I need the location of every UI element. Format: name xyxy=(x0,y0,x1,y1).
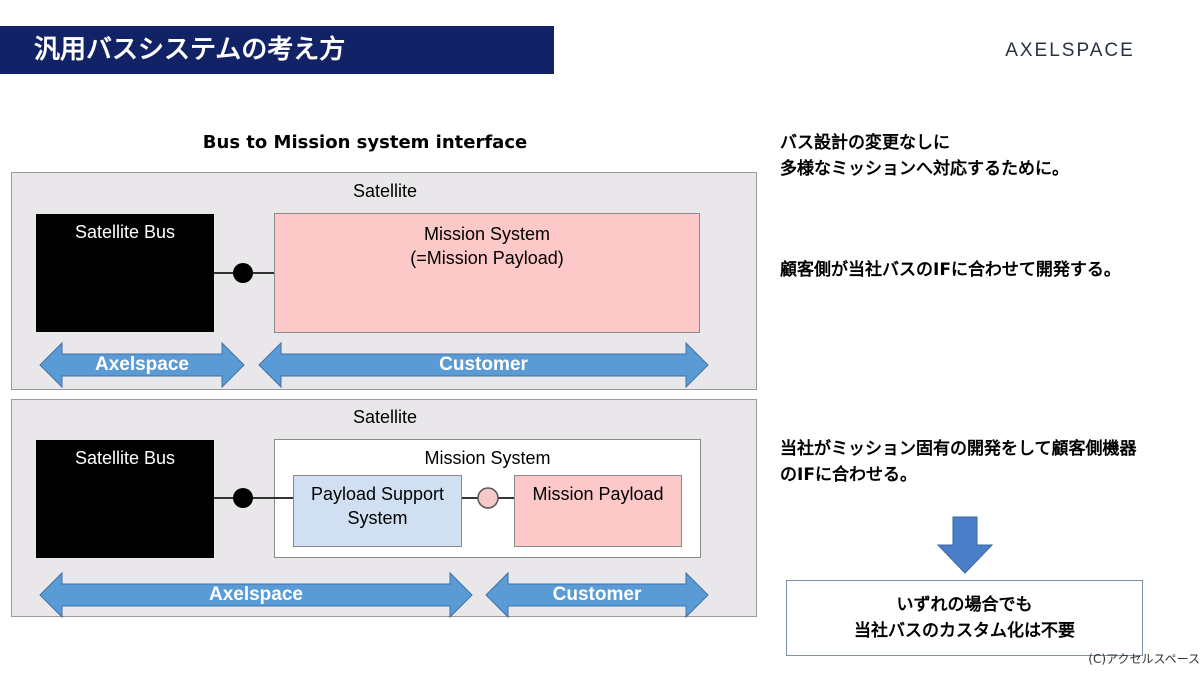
note-bottom: 当社がミッション固有の開発をして顧客側機器 のIFに合わせる。 xyxy=(780,436,1137,488)
interface-node-top xyxy=(233,263,253,283)
diagram-title: Bus to Mission system interface xyxy=(202,132,528,153)
mission-system-label-bottom: Mission System xyxy=(424,448,551,468)
copyright-text: (C)アクセルスペース xyxy=(1088,652,1200,666)
mission-payload-box: Mission Payload xyxy=(514,475,682,547)
note-bottom-line2: のIFに合わせる。 xyxy=(780,465,917,485)
axelspace-arrow-bottom xyxy=(39,571,473,619)
note-top: バス設計の変更なしに 多様なミッションへ対応するために。 xyxy=(780,130,1069,182)
conclusion-line1: いずれの場合でも xyxy=(896,595,1033,615)
note-top-line1: バス設計の変更なしに xyxy=(780,133,950,153)
customer-label-bottom: Customer xyxy=(552,584,642,605)
satellite-label-top: Satellite xyxy=(352,181,418,201)
customer-arrow-top xyxy=(258,341,709,389)
axelspace-label-bottom: Axelspace xyxy=(208,584,303,605)
payload-interface-node xyxy=(477,487,499,509)
satellite-bus-box-top: Satellite Bus xyxy=(36,214,214,332)
axelspace-label-top: Axelspace xyxy=(94,354,189,375)
satellite-label-bottom: Satellite xyxy=(352,407,418,427)
title-bar xyxy=(0,26,554,74)
note-top-line2: 多様なミッションへ対応するために。 xyxy=(780,159,1069,179)
conclusion-box xyxy=(786,580,1143,656)
interface-node-bottom xyxy=(233,488,253,508)
mission-system-box-top: Mission System (=Mission Payload) xyxy=(274,213,700,333)
mission-payload-note-top: (=Mission Payload) xyxy=(410,248,564,268)
payload-support-label-line1: Payload Support xyxy=(310,484,445,504)
payload-support-label-line2: System xyxy=(347,508,408,528)
note-bottom-line1: 当社がミッション固有の開発をして顧客側機器 xyxy=(780,439,1137,459)
slide-title: 汎用バスシステムの考え方 xyxy=(34,35,346,65)
payload-support-system-box: Payload Support System xyxy=(293,475,462,547)
customer-label-top: Customer xyxy=(439,354,528,375)
down-arrow xyxy=(936,516,994,574)
mission-system-label-top: Mission System xyxy=(423,224,551,244)
conclusion-text: いずれの場合でも 当社バスのカスタム化は不要 xyxy=(786,592,1143,644)
customer-arrow-bottom xyxy=(485,571,709,619)
conclusion-line2: 当社バスのカスタム化は不要 xyxy=(854,621,1075,641)
axelspace-arrow-top xyxy=(39,341,245,389)
satellite-bus-box-bottom: Satellite Bus xyxy=(36,440,214,558)
company-logo: AXELSPACE xyxy=(1005,40,1135,61)
note-middle: 顧客側が当社バスのIFに合わせて開発する。 xyxy=(780,260,1121,280)
